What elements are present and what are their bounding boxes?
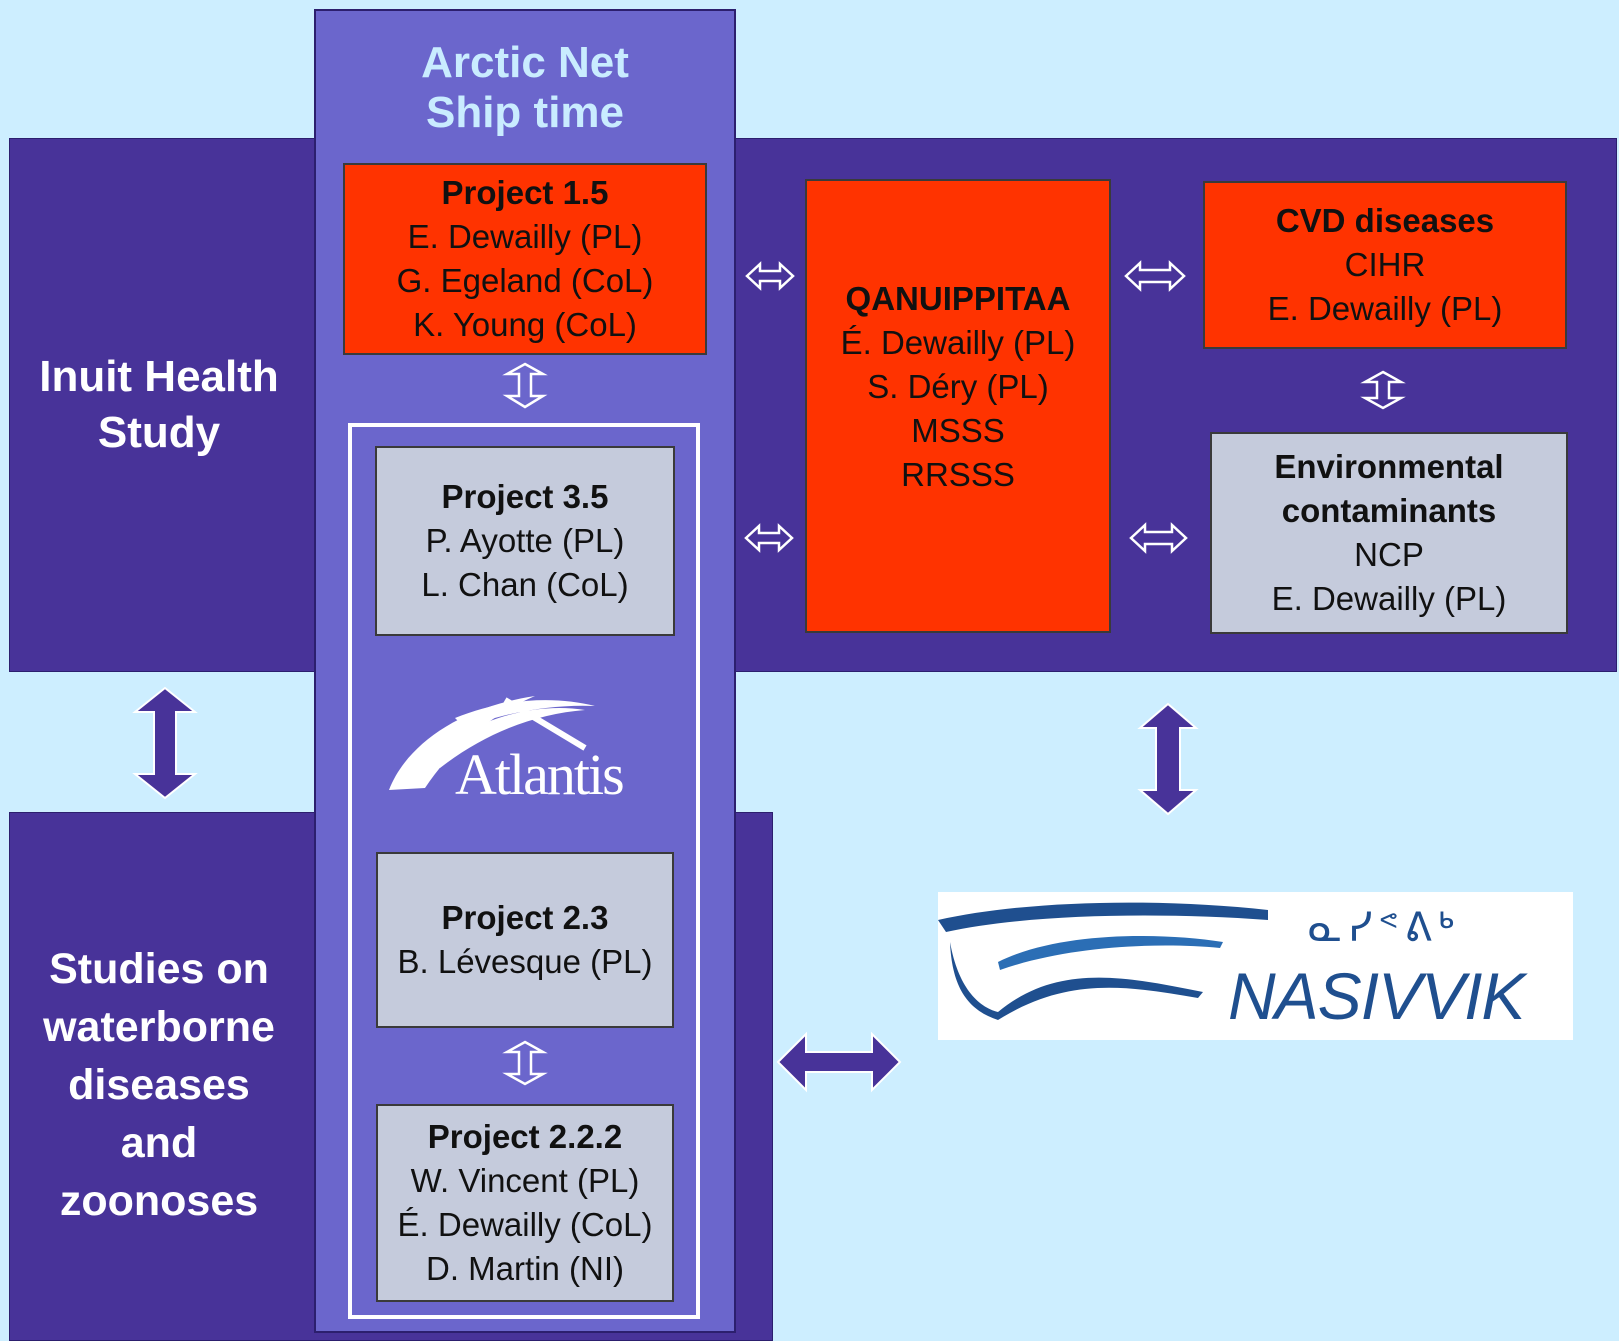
inuit-health-label: Inuit Health Study <box>9 345 309 465</box>
qanuippitaa-line3: MSSS <box>911 412 1005 449</box>
qanuippitaa-line4: RRSSS <box>901 456 1015 493</box>
qanuippitaa-box: QANUIPPITAA É. Dewailly (PL) S. Déry (PL… <box>805 179 1111 633</box>
nasivvik-syllabics: ᓇᓯᕝᕕᒃ <box>1308 905 1461 951</box>
atlantis-logo-text: Atlantis <box>455 742 625 807</box>
cvd-line2: E. Dewailly (PL) <box>1267 290 1503 327</box>
project-1-5-line3: K. Young (CoL) <box>413 306 637 343</box>
project-1-5-line2: G. Egeland (CoL) <box>396 262 654 299</box>
env-line1: NCP <box>1354 536 1424 573</box>
arrow-inuit-waterborne <box>132 686 198 800</box>
project-3-5-line1: P. Ayotte (PL) <box>425 522 625 559</box>
waterborne-line3: diseases <box>68 1061 250 1109</box>
project-3-5-title: Project 3.5 <box>441 478 609 515</box>
project-2-2-2-line2: É. Dewailly (CoL) <box>397 1206 653 1243</box>
waterborne-line5: zoonoses <box>59 1177 259 1225</box>
arrow-panel-nasivvik <box>1137 702 1199 816</box>
nasivvik-swoosh-icon <box>938 902 1268 1020</box>
cvd-line1: CIHR <box>1344 246 1426 283</box>
project-2-3-box: Project 2.3 B. Lévesque (PL) <box>376 852 674 1028</box>
project-3-5-line2: L. Chan (CoL) <box>421 566 629 603</box>
waterborne-line2: waterborne <box>43 1003 275 1051</box>
arctic-net-title: Arctic Net Ship time <box>314 38 736 138</box>
atlantis-frame <box>348 423 700 1319</box>
arrow-waterborne-nasivvik <box>776 1031 902 1093</box>
project-3-5-box: Project 3.5 P. Ayotte (PL) L. Chan (CoL) <box>375 446 675 636</box>
qanuippitaa-title: QANUIPPITAA <box>845 280 1071 317</box>
cvd-title: CVD diseases <box>1275 202 1495 239</box>
project-2-2-2-line1: W. Vincent (PL) <box>410 1162 640 1199</box>
arctic-net-title-line2: Ship time <box>425 88 625 137</box>
atlantis-swoosh-icon <box>389 696 595 790</box>
project-1-5-box: Project 1.5 E. Dewailly (PL) G. Egeland … <box>343 163 707 355</box>
inuit-health-line2: Study <box>97 408 221 457</box>
nasivvik-logo: ᓇᓯᕝᕕᒃ NASIVVIK <box>938 892 1573 1040</box>
project-2-3-title: Project 2.3 <box>441 899 609 936</box>
waterborne-label: Studies on waterborne diseases and zoono… <box>9 940 309 1230</box>
qanuippitaa-line1: É. Dewailly (PL) <box>840 324 1076 361</box>
project-2-2-2-title: Project 2.2.2 <box>427 1118 623 1155</box>
atlantis-logo: Atlantis <box>385 688 665 808</box>
cvd-box: CVD diseases CIHR E. Dewailly (PL) <box>1203 181 1567 349</box>
inuit-health-line1: Inuit Health <box>39 352 279 401</box>
waterborne-line1: Studies on <box>49 945 269 993</box>
waterborne-line4: and <box>120 1119 198 1167</box>
project-2-2-2-box: Project 2.2.2 W. Vincent (PL) É. Dewaill… <box>376 1104 674 1302</box>
qanuippitaa-line2: S. Déry (PL) <box>867 368 1049 405</box>
project-1-5-line1: E. Dewailly (PL) <box>407 218 643 255</box>
project-2-2-2-line3: D. Martin (NI) <box>426 1250 624 1287</box>
env-title-line2: contaminants <box>1281 492 1497 529</box>
env-title-line1: Environmental <box>1274 448 1504 485</box>
nasivvik-text: NASIVVIK <box>1228 959 1525 1033</box>
env-line2: E. Dewailly (PL) <box>1271 580 1507 617</box>
arctic-net-title-line1: Arctic Net <box>421 38 629 87</box>
project-2-3-line1: B. Lévesque (PL) <box>397 943 653 980</box>
env-contaminants-box: Environmental contaminants NCP E. Dewail… <box>1210 432 1568 634</box>
project-1-5-title: Project 1.5 <box>441 174 609 211</box>
